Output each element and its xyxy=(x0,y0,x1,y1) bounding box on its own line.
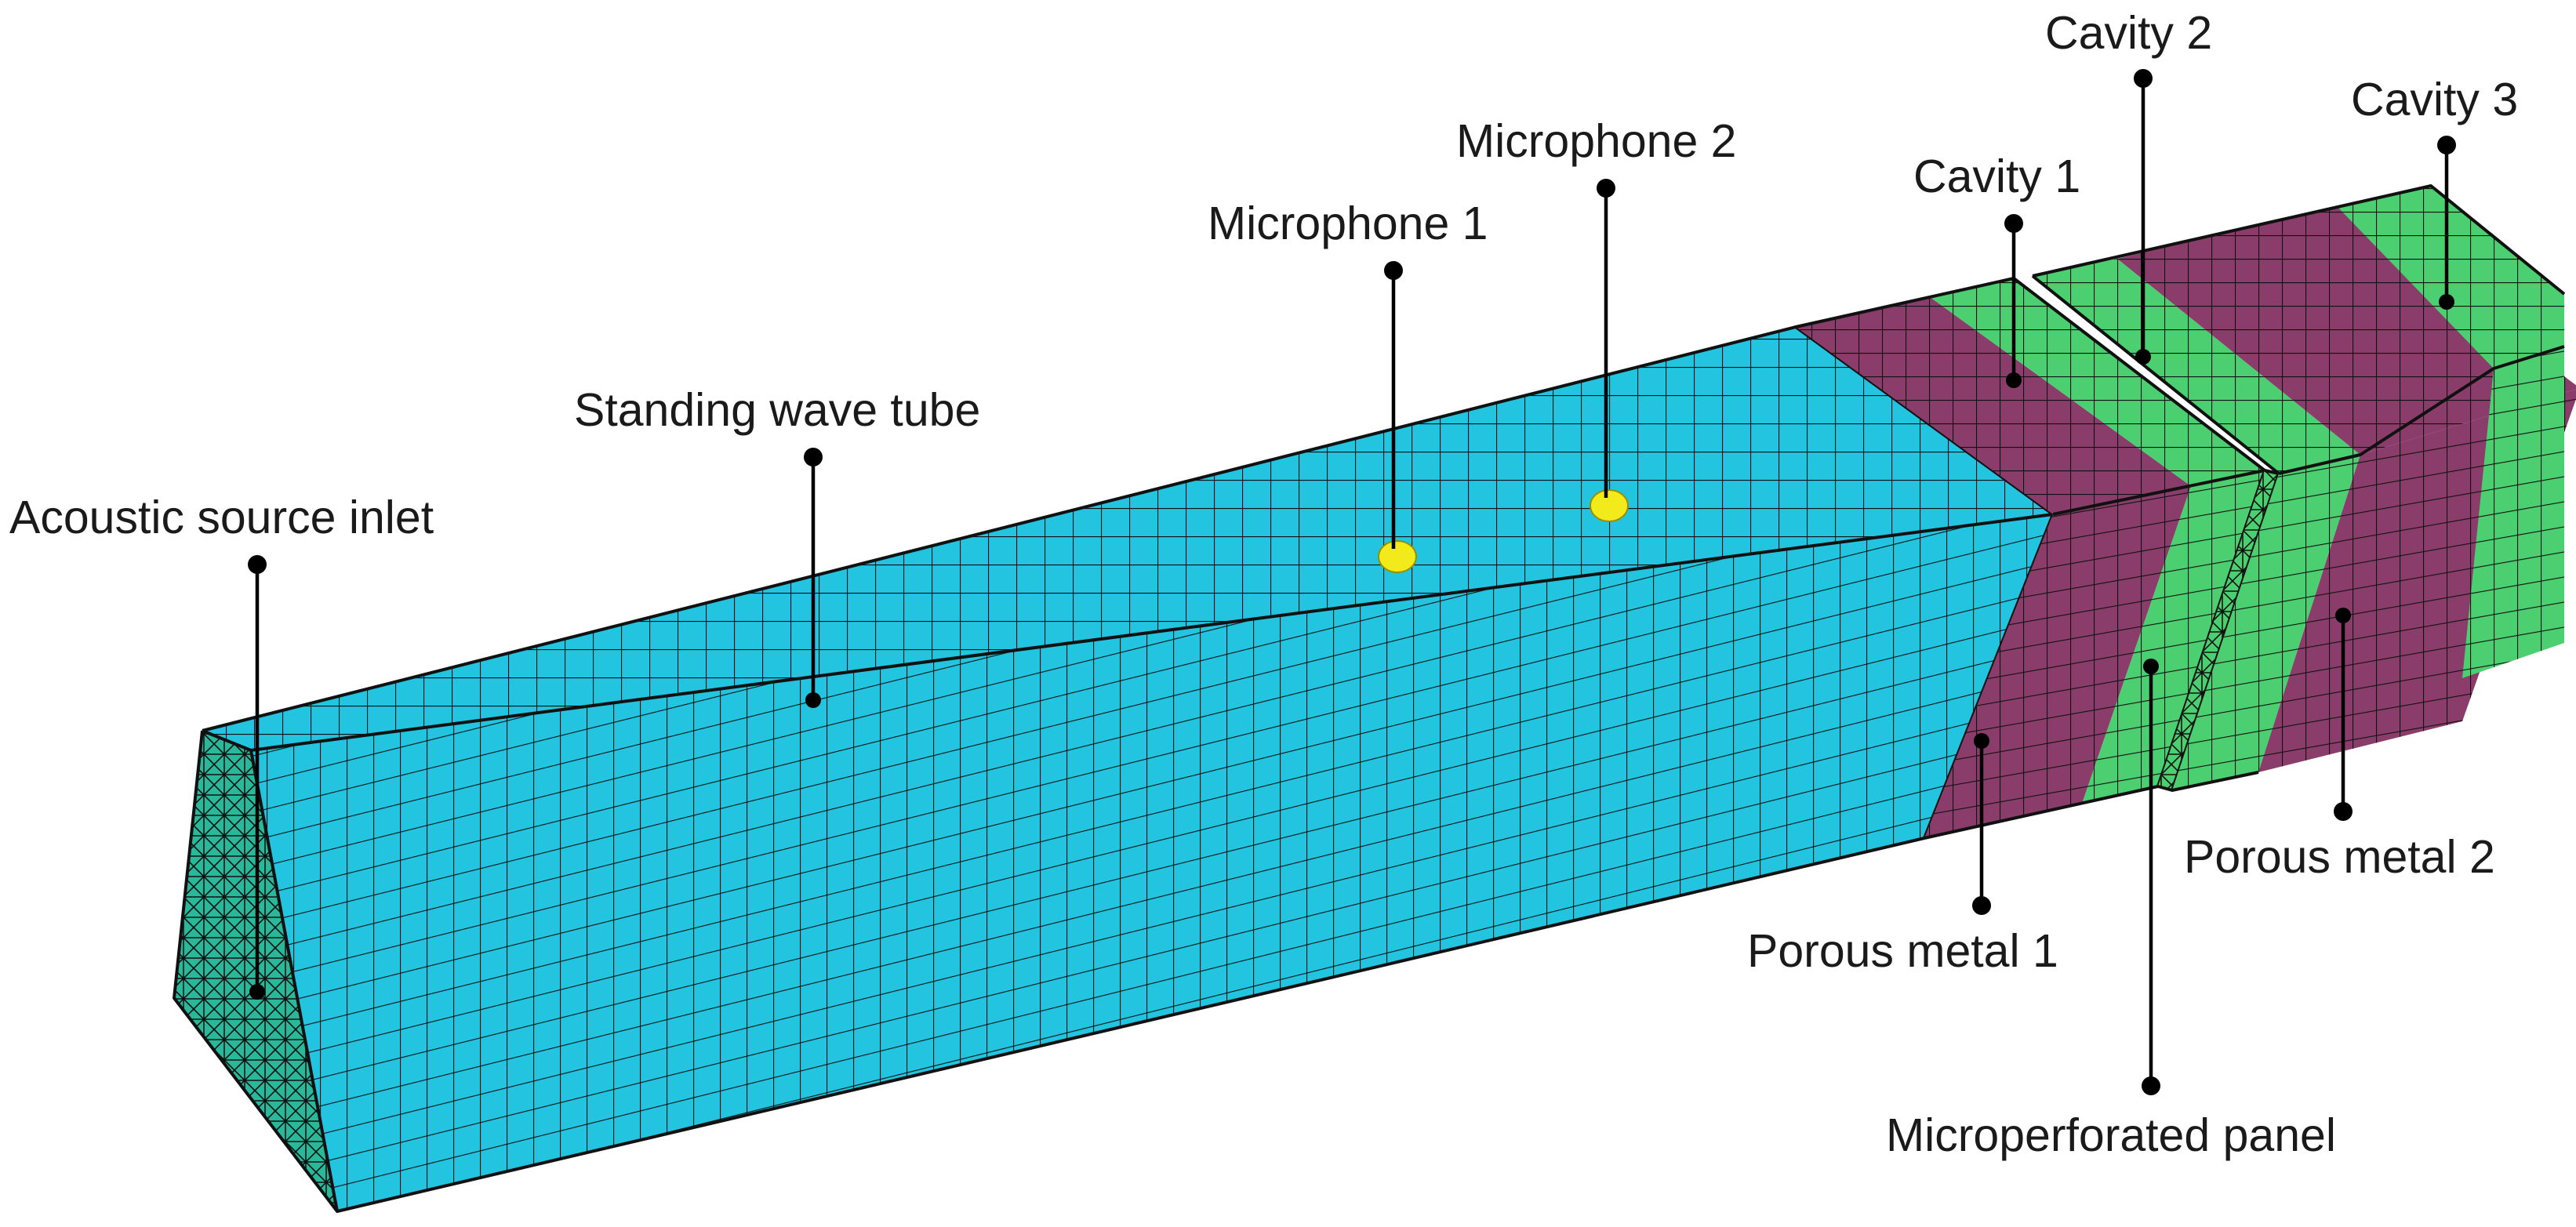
label-cavity-1: Cavity 1 xyxy=(1913,151,2080,202)
leader-acoustic-source-inlet xyxy=(248,555,267,1000)
leader-microphone-1 xyxy=(1384,261,1403,549)
leader-cavity-2 xyxy=(2134,69,2153,365)
label-cavity-2: Cavity 2 xyxy=(2045,7,2212,59)
tube-top-mesh xyxy=(202,327,2053,750)
porous-metal-2-block xyxy=(2031,184,2576,792)
microphone-1-marker xyxy=(1378,540,1417,573)
leader-cavity-1 xyxy=(2004,214,2023,388)
label-standing-wave-tube: Standing wave tube xyxy=(574,384,980,436)
leader-standing-wave-tube xyxy=(804,448,823,708)
leader-microperforated-panel xyxy=(2142,659,2160,1095)
label-porous-metal-1: Porous metal 1 xyxy=(1747,925,2058,977)
standing-wave-tube xyxy=(173,325,2055,1213)
label-microphone-1: Microphone 1 xyxy=(1208,198,1488,249)
leader-cavity-3 xyxy=(2437,136,2456,310)
leader-porous-metal-1 xyxy=(1972,733,1991,915)
label-microperforated-panel: Microperforated panel xyxy=(1886,1109,2336,1161)
label-porous-metal-2: Porous metal 2 xyxy=(2184,831,2495,883)
leader-microphone-2 xyxy=(1597,179,1615,498)
tube-front-mesh xyxy=(251,514,2053,1211)
label-acoustic-source-inlet: Acoustic source inlet xyxy=(9,492,434,543)
label-microphone-2: Microphone 2 xyxy=(1456,115,1737,167)
microphone-2-marker xyxy=(1590,489,1629,522)
label-cavity-3: Cavity 3 xyxy=(2351,74,2518,125)
leader-porous-metal-2 xyxy=(2334,608,2353,821)
